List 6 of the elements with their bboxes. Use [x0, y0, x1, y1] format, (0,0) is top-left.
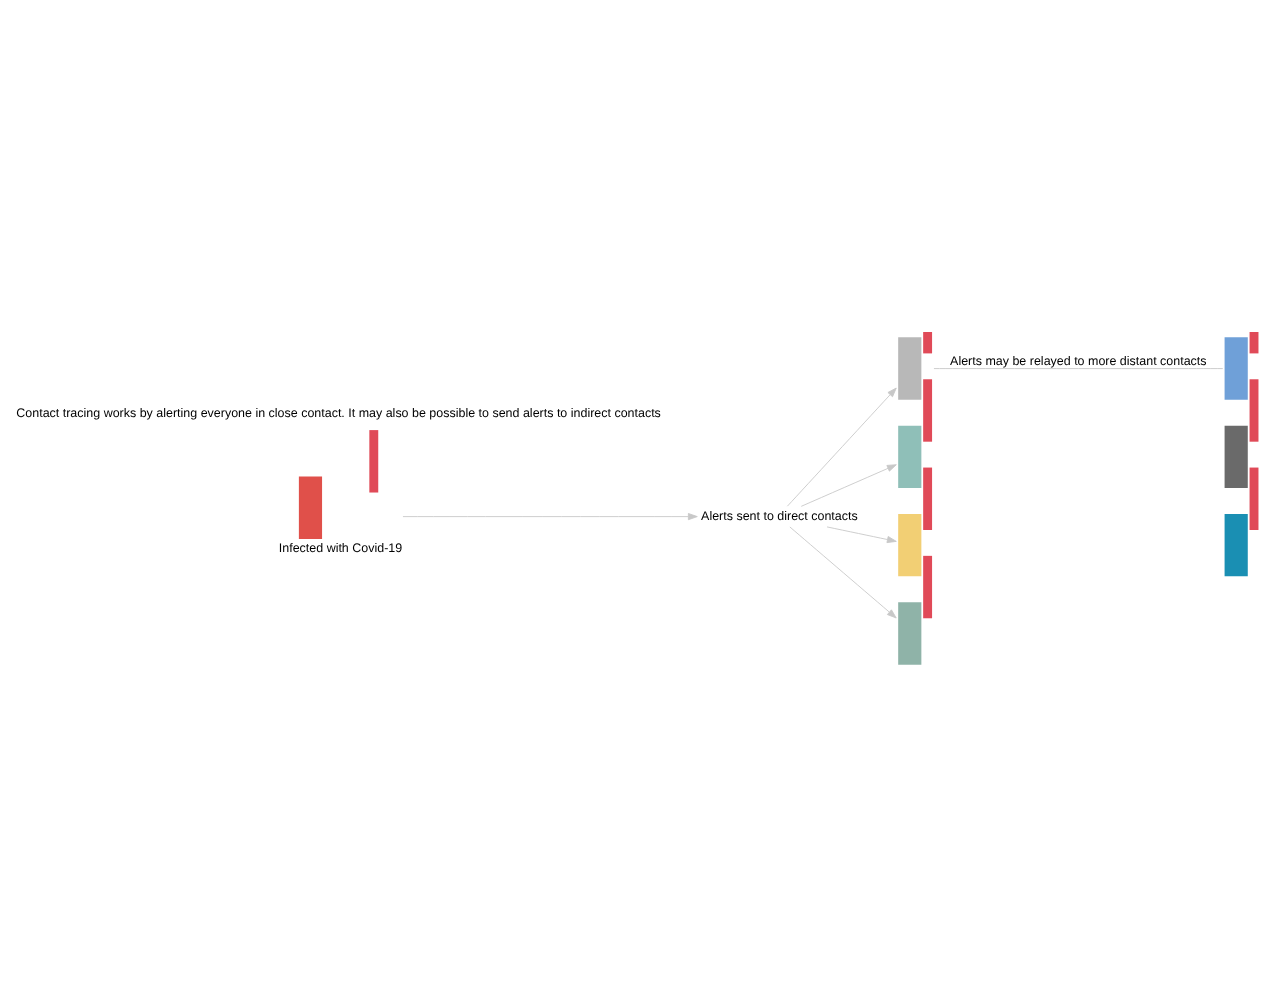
arrow: [402, 512, 698, 520]
arrow: [826, 525, 897, 543]
connector: [933, 367, 1224, 368]
arrow: [800, 463, 897, 506]
arrow: [789, 525, 897, 618]
arrow: [786, 386, 897, 506]
